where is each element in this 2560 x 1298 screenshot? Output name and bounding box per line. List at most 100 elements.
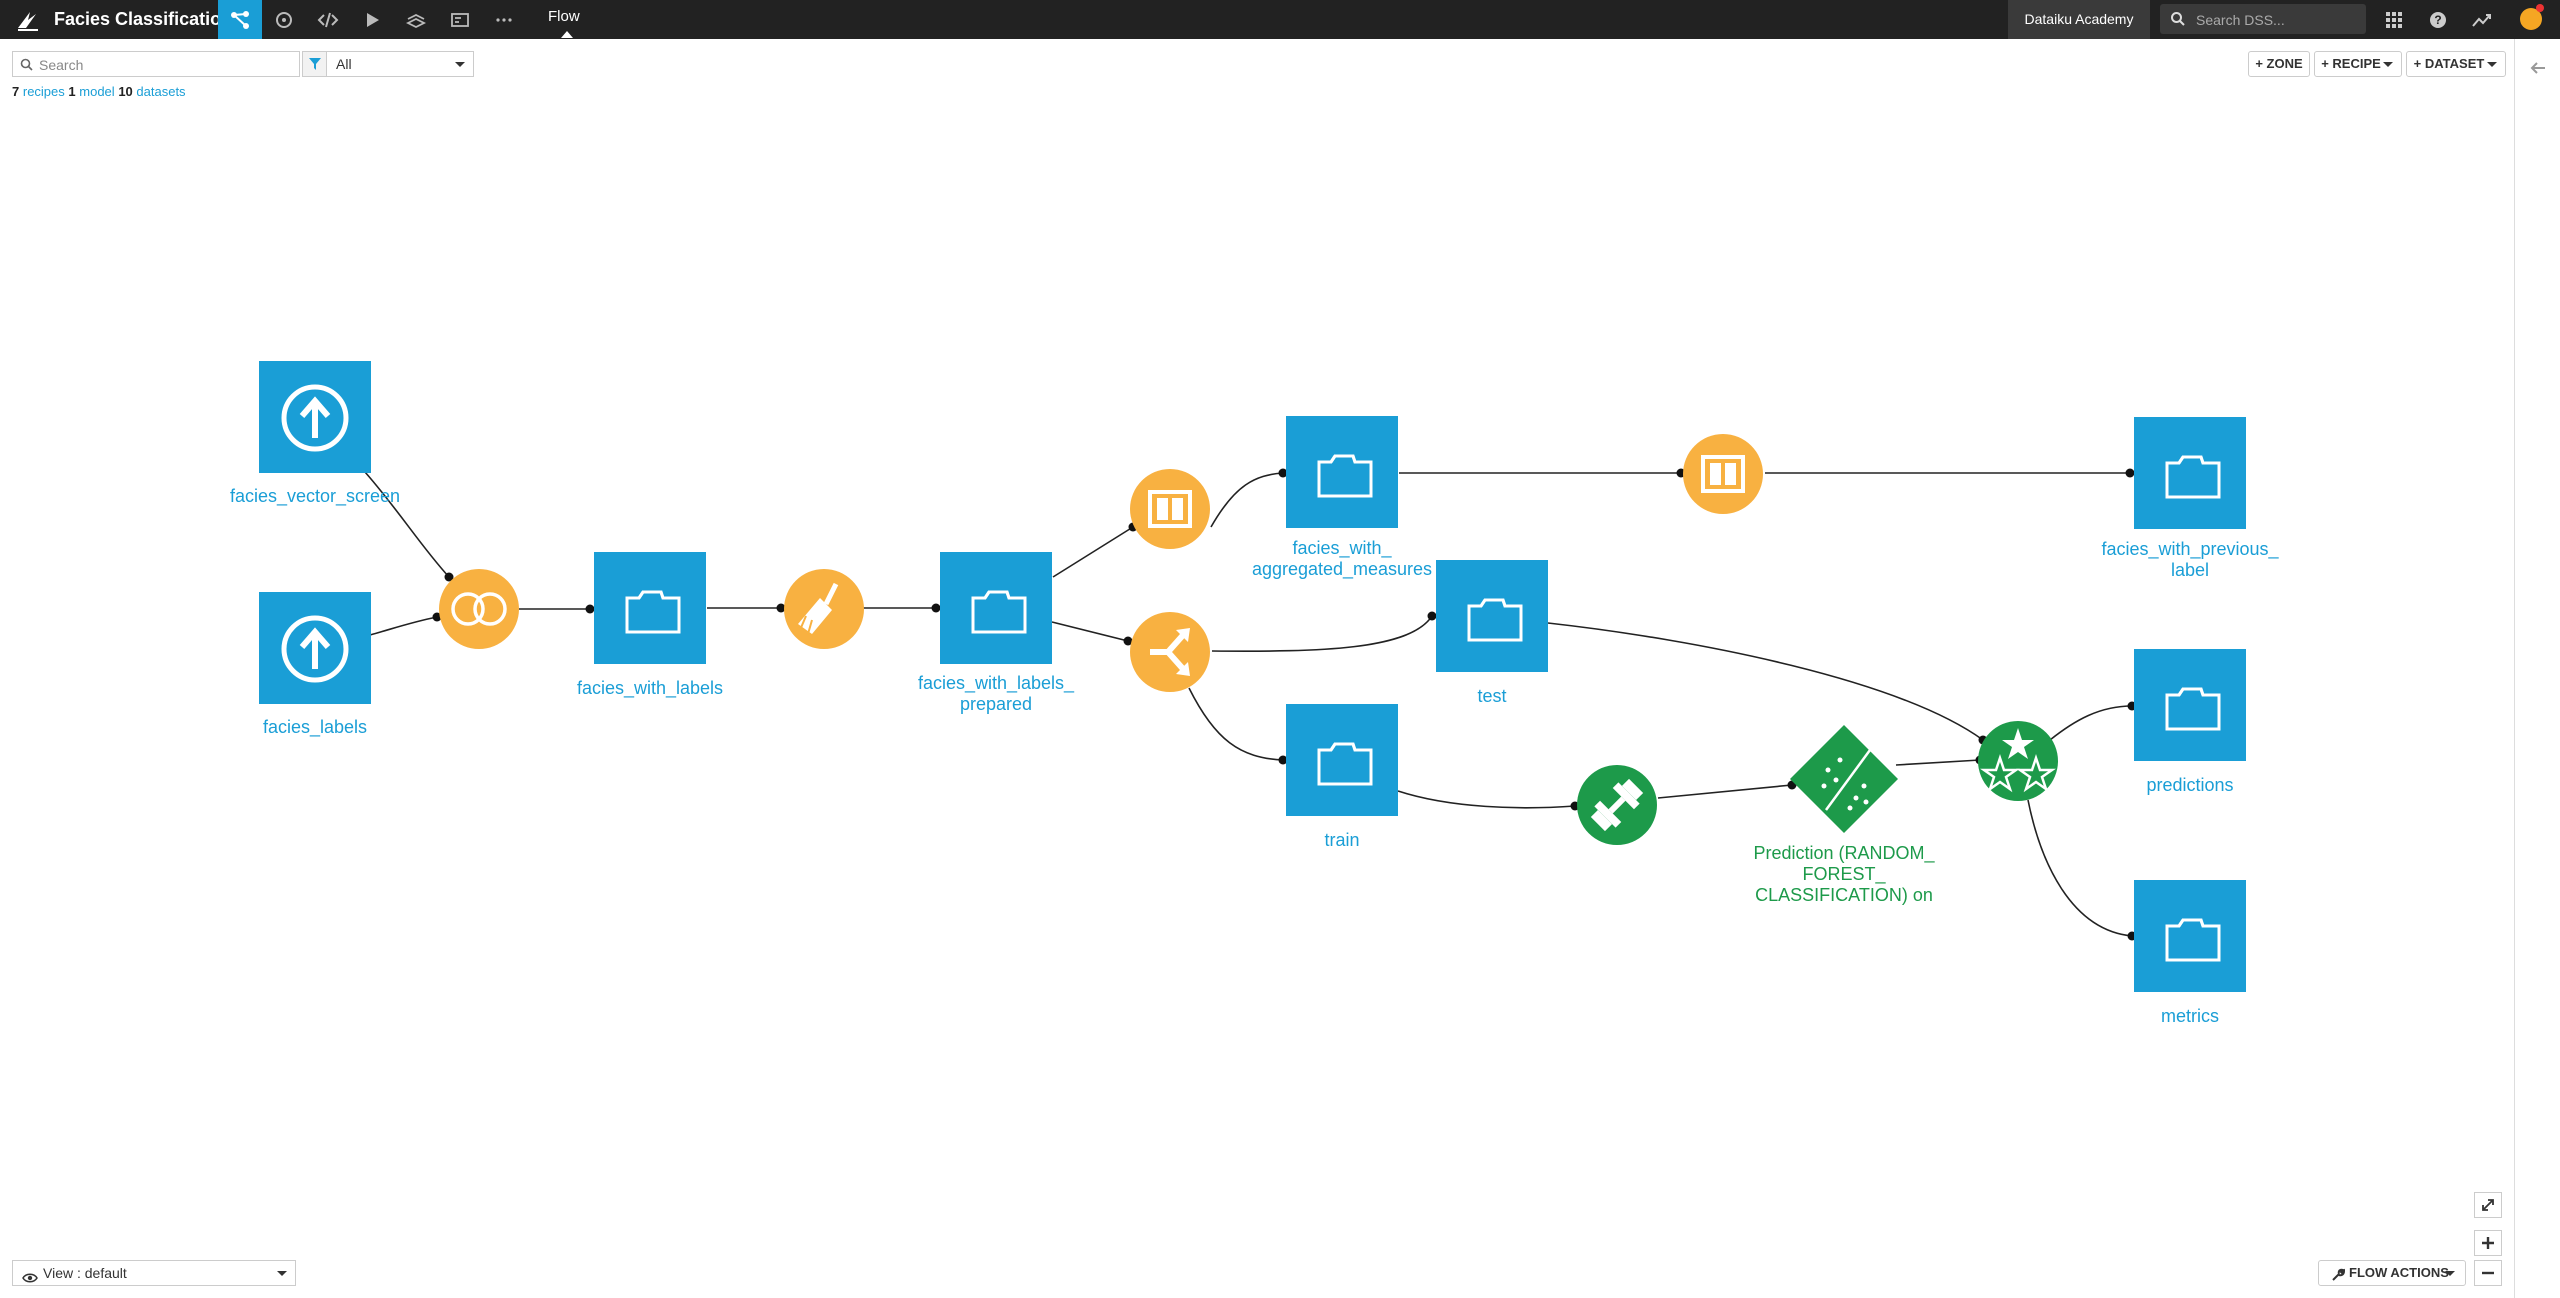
recipe-node-window-2[interactable] <box>1683 434 1763 514</box>
recipe-node-split[interactable] <box>1130 612 1210 692</box>
dataset-node-facies-labels[interactable] <box>259 592 371 704</box>
label-line: FOREST_ <box>1802 864 1886 884</box>
model-node-prediction[interactable] <box>1790 725 1898 833</box>
add-dataset-button[interactable]: + DATASET <box>2406 51 2506 77</box>
chevron-down-icon <box>277 1271 287 1276</box>
chevron-down-icon <box>2487 62 2497 67</box>
dataset-label[interactable]: facies_labels <box>262 717 368 737</box>
dataset-node-predictions[interactable] <box>2134 649 2246 761</box>
filter-button[interactable] <box>302 51 326 77</box>
label-line: facies_with_ <box>1292 538 1392 558</box>
label-line: Prediction (RANDOM_ <box>1753 843 1935 863</box>
dataset-node-facies-vector-screen[interactable] <box>259 361 371 473</box>
filter-select-value: All <box>336 56 352 72</box>
recipes-count: 7 <box>12 84 20 99</box>
flow-search[interactable] <box>12 51 300 78</box>
section-label-flow[interactable]: Flow <box>548 8 580 25</box>
window-icon <box>1148 490 1192 528</box>
dataset-node-facies-with-labels-prepared[interactable] <box>940 552 1052 664</box>
filter-select[interactable]: All <box>326 51 474 77</box>
dataset-label[interactable]: facies_vector_screen <box>229 486 401 506</box>
dataset-node-train[interactable] <box>1286 704 1398 816</box>
dataset-node-facies-with-aggregated-measures[interactable] <box>1286 416 1398 528</box>
jobs-icon[interactable] <box>350 0 394 39</box>
apps-grid-icon[interactable] <box>2376 0 2412 39</box>
datasets-link[interactable]: datasets <box>136 84 186 99</box>
dataset-node-facies-with-labels[interactable] <box>594 552 706 664</box>
wrench-icon <box>2331 1266 2346 1290</box>
flow-icon[interactable] <box>218 0 262 39</box>
recipe-node-prepare[interactable] <box>784 569 864 649</box>
add-recipe-label: + RECIPE <box>2321 56 2381 71</box>
global-search-input[interactable] <box>2194 4 2364 36</box>
label-line: CLASSIFICATION) on <box>1755 885 1933 905</box>
add-recipe-button[interactable]: + RECIPE <box>2314 51 2402 77</box>
view-select[interactable]: View : default <box>12 1260 296 1286</box>
label-line: prepared <box>959 694 1033 714</box>
recipes-link[interactable]: recipes <box>22 84 65 99</box>
zoom-in-button[interactable] <box>2474 1230 2502 1256</box>
dataiku-logo-icon[interactable] <box>8 0 48 39</box>
edge <box>1188 687 1284 761</box>
datasets-count: 10 <box>118 84 133 99</box>
dataset-node-facies-with-previous-label[interactable] <box>2134 417 2246 529</box>
arrow-left-icon[interactable] <box>2529 59 2547 82</box>
activity-icon[interactable] <box>2464 0 2500 39</box>
instance-name[interactable]: Dataiku Academy <box>2008 0 2150 39</box>
stars-icon <box>1980 728 2056 793</box>
user-avatar[interactable] <box>2520 8 2542 30</box>
dataset-label[interactable]: facies_with_ aggregated_measures <box>1252 538 1432 580</box>
brush-icon <box>798 582 839 635</box>
dataset-label[interactable]: facies_with_labels_ prepared <box>918 673 1074 715</box>
dataset-label[interactable]: test <box>1477 686 1507 706</box>
recipe-node-evaluate[interactable] <box>1978 721 2058 801</box>
dataset-label[interactable]: metrics <box>2161 1006 2219 1026</box>
edge <box>1895 759 1981 766</box>
datasets-icon[interactable] <box>394 0 438 39</box>
more-icon[interactable] <box>482 0 526 39</box>
models-link[interactable]: model <box>79 84 115 99</box>
split-icon <box>1150 628 1190 676</box>
chevron-down-icon <box>2445 1271 2455 1276</box>
code-icon[interactable] <box>306 0 350 39</box>
help-icon[interactable]: ? <box>2420 0 2456 39</box>
dataset-label[interactable]: facies_with_previous_ label <box>2101 539 2278 581</box>
upload-icon <box>281 615 349 683</box>
recipe-node-join[interactable] <box>439 569 519 649</box>
dataset-node-test[interactable] <box>1436 560 1548 672</box>
dashboard-icon[interactable] <box>438 0 482 39</box>
search-icon <box>20 58 33 76</box>
edge <box>1052 526 1134 578</box>
project-title[interactable]: Facies Classification <box>54 9 233 29</box>
flow-search-input[interactable] <box>37 52 299 78</box>
edge <box>1547 622 1984 741</box>
model-label[interactable]: Prediction (RANDOM_ FOREST_ CLASSIFICATI… <box>1753 843 1934 906</box>
recipe-node-train[interactable] <box>1577 765 1657 845</box>
dumbbell-icon <box>1590 778 1644 832</box>
edge <box>1210 472 1284 528</box>
zoom-out-button[interactable] <box>2474 1260 2502 1286</box>
active-section-indicator <box>561 31 573 38</box>
edge <box>369 616 438 636</box>
join-icon <box>451 592 507 626</box>
lifecycle-icon[interactable] <box>262 0 306 39</box>
add-zone-button[interactable]: + ZONE <box>2248 51 2310 77</box>
models-count: 1 <box>68 84 76 99</box>
flow-actions-button[interactable]: FLOW ACTIONS <box>2318 1260 2466 1286</box>
notification-dot <box>2536 4 2544 12</box>
dataset-label[interactable]: facies_with_labels <box>576 678 724 698</box>
edge <box>1051 621 1129 642</box>
plus-icon <box>2482 1237 2494 1249</box>
label-line: facies_with_labels_ <box>917 673 1075 693</box>
dataset-label[interactable]: train <box>1324 830 1360 850</box>
global-search[interactable] <box>2160 4 2366 36</box>
svg-text:?: ? <box>2434 13 2441 27</box>
recipe-node-window[interactable] <box>1130 469 1210 549</box>
expand-icon <box>2482 1199 2494 1211</box>
dataset-label[interactable]: predictions <box>2146 775 2234 795</box>
fit-view-button[interactable] <box>2474 1192 2502 1218</box>
label-line: label <box>2170 560 2210 580</box>
dataset-node-metrics[interactable] <box>2134 880 2246 992</box>
edge <box>1657 784 1793 799</box>
